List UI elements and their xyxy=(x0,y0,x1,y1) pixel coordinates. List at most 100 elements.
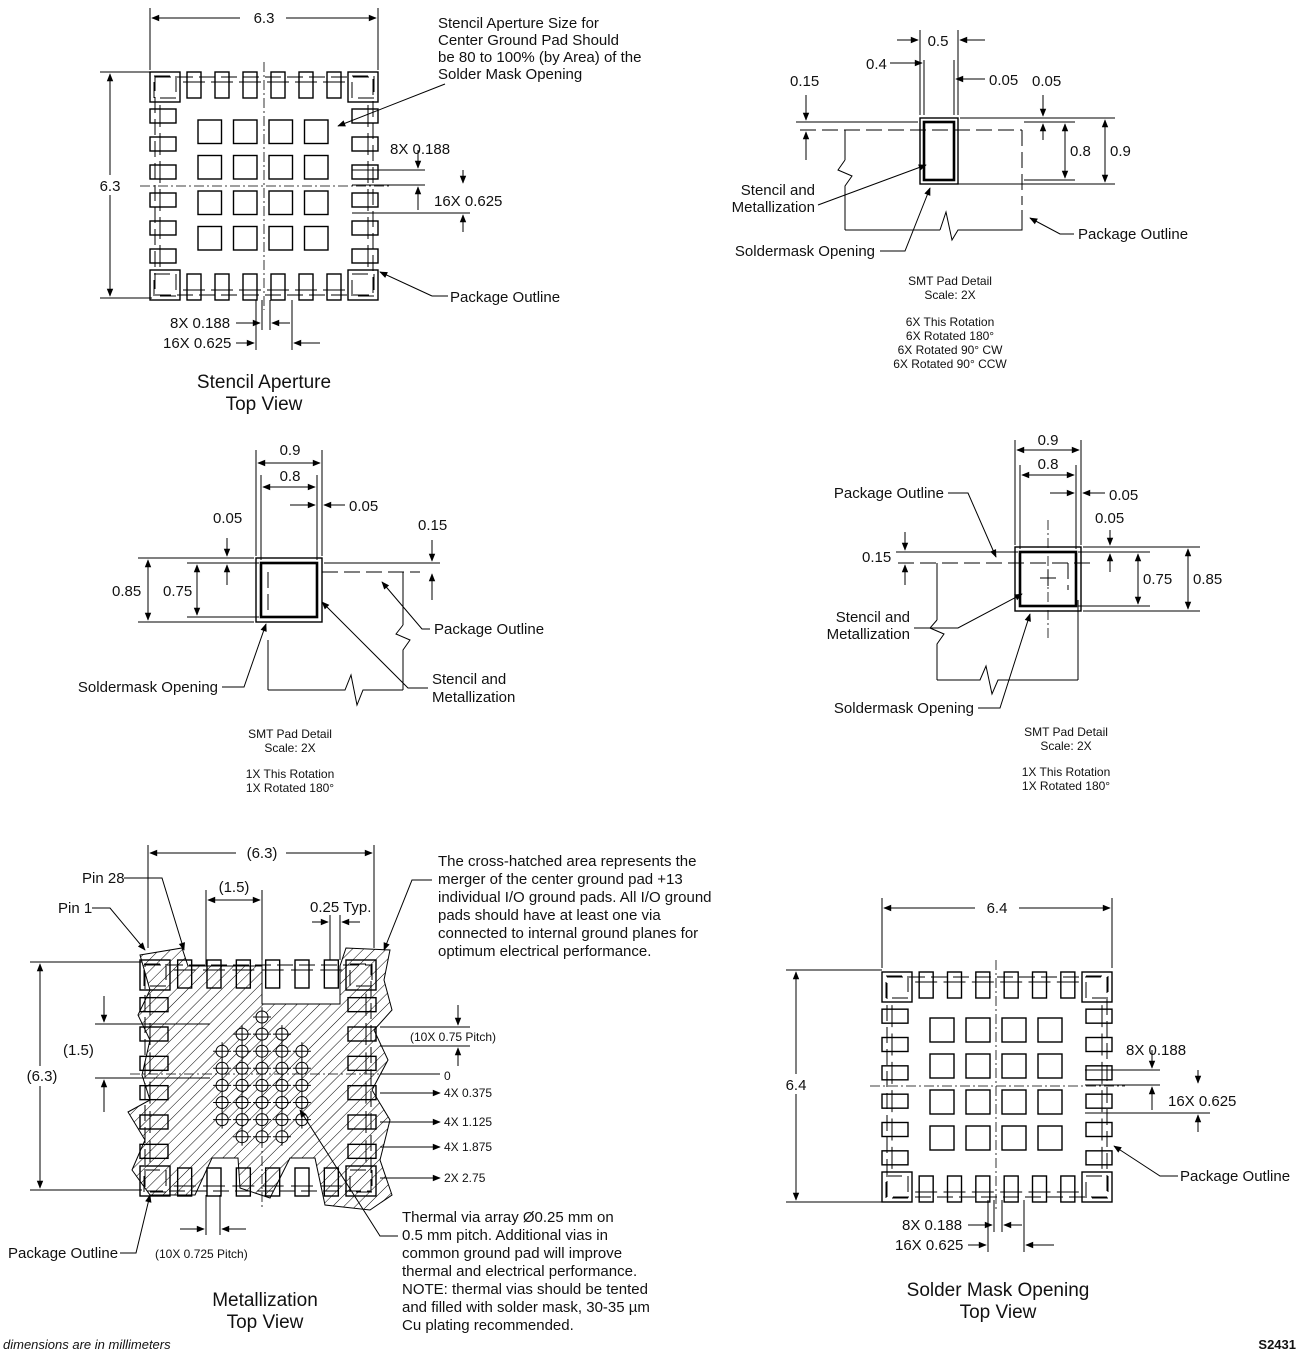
top-pad xyxy=(186,71,202,99)
corner-pad xyxy=(149,71,181,103)
d2-0-8: 0.8 xyxy=(280,468,301,485)
top-pad xyxy=(323,959,340,989)
center-aperture xyxy=(1001,1125,1027,1151)
smt-pad-detail-1: 0.5 0.4 0.05 0.15 0.05 0.8 0.9 Stencil a… xyxy=(732,30,1188,371)
top-pad xyxy=(242,71,258,99)
corner-pad xyxy=(881,971,913,1003)
left-pad xyxy=(149,220,177,236)
top-pad xyxy=(326,71,342,99)
mask-16x-bottom: 16X 0.625 xyxy=(895,1237,963,1254)
corner-pad xyxy=(881,1171,913,1203)
stencil-width-dim: 6.3 xyxy=(254,10,275,27)
corner-pad-inner xyxy=(153,273,177,297)
metal-1-5-top: (1.5) xyxy=(219,879,250,896)
d1-caption-2: Scale: 2X xyxy=(924,288,975,302)
metal-pitch-v: (10X 0.75 Pitch) xyxy=(410,1030,496,1044)
bottom-pad xyxy=(214,273,230,301)
center-aperture xyxy=(197,119,223,145)
center-aperture xyxy=(303,119,329,145)
right-pad xyxy=(351,248,379,264)
d1-soldermask: Soldermask Opening xyxy=(735,243,875,260)
bottom-pad xyxy=(298,273,314,301)
d2-package-outline: Package Outline xyxy=(434,621,544,638)
center-aperture xyxy=(1037,1125,1063,1151)
center-aperture xyxy=(232,190,258,216)
corner-pad xyxy=(347,71,379,103)
bottom-pad xyxy=(206,1167,222,1197)
stencil-title-2: Top View xyxy=(226,394,303,415)
pos-0: 0 xyxy=(444,1069,451,1083)
thermal-note-2: 0.5 mm pitch. Additional vias in xyxy=(402,1227,608,1244)
stencil-title-1: Stencil Aperture xyxy=(197,372,331,393)
d3-rot-2: 1X Rotated 180° xyxy=(1022,779,1110,793)
center-aperture xyxy=(197,190,223,216)
metal-pad-array xyxy=(139,959,377,1197)
thermal-note-1: Thermal via array Ø0.25 mm on xyxy=(402,1209,614,1226)
bottom-pad xyxy=(1031,1175,1048,1203)
corner-pad xyxy=(139,959,171,991)
mask-title-1: Solder Mask Opening xyxy=(907,1280,1090,1301)
drawing-code: S2431 xyxy=(1258,1337,1296,1352)
stencil-center-apertures xyxy=(197,119,329,251)
d1-0-15: 0.15 xyxy=(790,73,819,90)
right-pad xyxy=(347,1026,377,1042)
stencil-8x-dim: 8X 0.188 xyxy=(390,141,450,158)
stencil-note-3: be 80 to 100% (by Area) of the xyxy=(438,49,641,66)
top-pad xyxy=(214,71,230,99)
metal-width-dim: (6.3) xyxy=(247,845,278,862)
metal-package-outline: Package Outline xyxy=(8,1245,118,1262)
ground-merge-area xyxy=(127,947,393,1211)
metal-title-1: Metallization xyxy=(212,1290,318,1311)
stencil-package-outline: Package Outline xyxy=(450,289,560,306)
right-pad xyxy=(1085,1150,1113,1166)
corner-pad-inner xyxy=(885,975,909,999)
center-aperture xyxy=(268,154,294,180)
mask-pad-array xyxy=(881,971,1113,1203)
d1-rot-2: 6X Rotated 180° xyxy=(906,329,994,343)
thermal-note-6: and filled with solder mask, 30-35 µm xyxy=(402,1299,650,1316)
metal-title-2: Top View xyxy=(227,1312,304,1333)
thermal-note-5: NOTE: thermal vias should be tented xyxy=(402,1281,648,1298)
stencil-note-1: Stencil Aperture Size for xyxy=(438,15,599,32)
top-pad xyxy=(975,971,991,999)
d1-caption-1: SMT Pad Detail xyxy=(908,274,992,288)
bottom-pad xyxy=(270,273,286,301)
left-pad xyxy=(881,1093,909,1109)
soldermask-view: 6.4 6.4 8X 0.188 16X 0.625 Package Outli… xyxy=(780,898,1290,1323)
d3-0-05-b: 0.05 xyxy=(1095,510,1124,527)
d3-soldermask: Soldermask Opening xyxy=(834,700,974,717)
mask-center-openings xyxy=(929,1017,1063,1151)
left-pad xyxy=(139,1143,169,1160)
mask-height-dim: 6.4 xyxy=(786,1077,807,1094)
corner-pad-inner xyxy=(143,1169,167,1193)
d3-0-75: 0.75 xyxy=(1143,571,1172,588)
d2-caption-1: SMT Pad Detail xyxy=(248,727,332,741)
center-aperture xyxy=(197,154,223,180)
corner-pad-inner xyxy=(349,1169,373,1193)
d1-package-outline: Package Outline xyxy=(1078,226,1188,243)
bottom-pad xyxy=(186,273,202,301)
center-aperture xyxy=(929,1017,955,1043)
center-aperture xyxy=(965,1125,991,1151)
d2-stencil-2: Metallization xyxy=(432,689,515,706)
center-aperture xyxy=(1037,1017,1063,1043)
d2-0-9: 0.9 xyxy=(280,442,301,459)
center-aperture xyxy=(1037,1053,1063,1079)
right-pad xyxy=(347,996,377,1013)
left-pad xyxy=(149,108,177,124)
right-pad xyxy=(1085,1121,1113,1138)
top-pad xyxy=(918,971,934,999)
left-pad xyxy=(149,164,177,180)
d1-stencil-1: Stencil and xyxy=(741,182,815,199)
corner-pad xyxy=(347,269,379,301)
package-outline-line xyxy=(144,964,372,1192)
center-aperture xyxy=(303,190,329,216)
center-aperture xyxy=(268,119,294,145)
corner-pad-inner xyxy=(143,963,167,987)
d1-0-05-b: 0.05 xyxy=(1032,73,1061,90)
center-aperture xyxy=(1001,1053,1027,1079)
d3-0-9: 0.9 xyxy=(1038,432,1059,449)
right-pad xyxy=(347,1143,377,1160)
left-pad xyxy=(881,1008,909,1024)
mask-width-dim: 6.4 xyxy=(987,900,1008,917)
